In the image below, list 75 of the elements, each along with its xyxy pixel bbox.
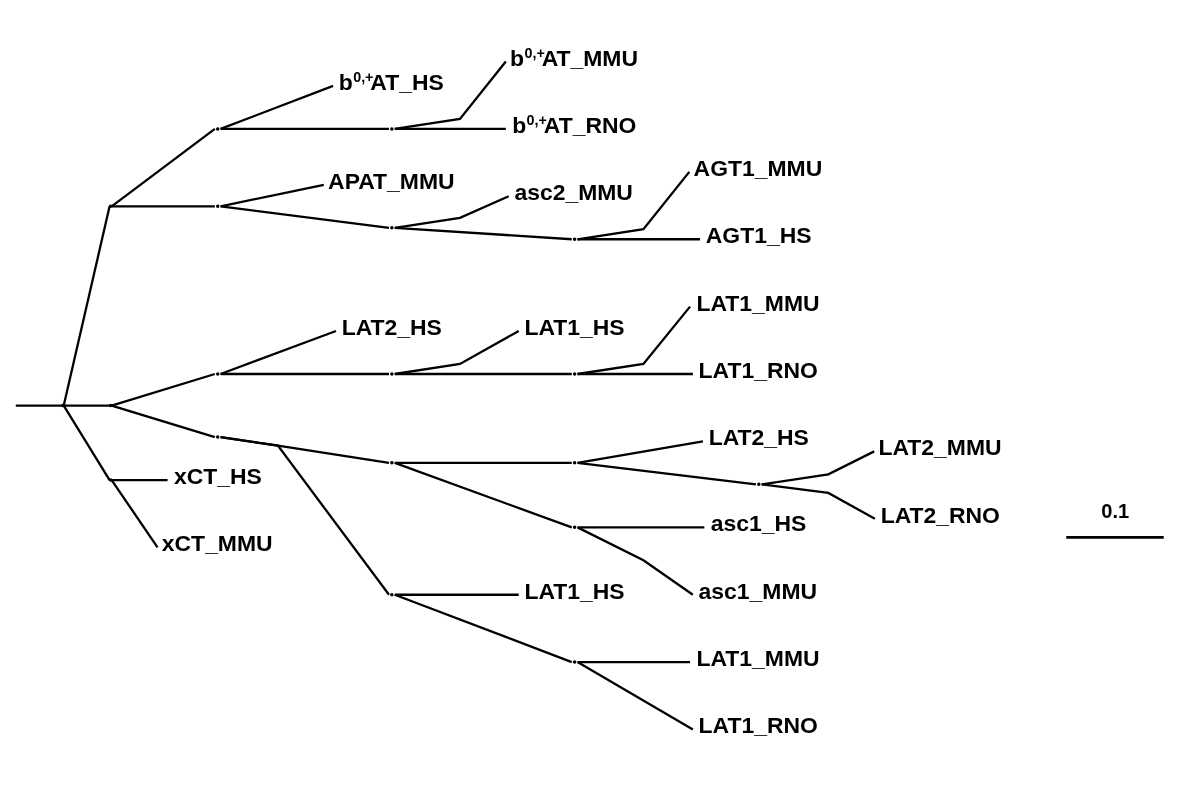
node-point xyxy=(572,371,577,376)
connector xyxy=(220,204,390,229)
node-point xyxy=(757,482,761,486)
connector xyxy=(111,372,216,407)
connector xyxy=(394,593,519,596)
node-text: AGT1_MMU xyxy=(693,154,823,181)
connector xyxy=(220,329,337,375)
node-point xyxy=(108,204,113,208)
connector xyxy=(577,305,691,375)
connector xyxy=(15,403,62,407)
node-point xyxy=(572,525,577,529)
node-text: LAT2_MMU xyxy=(878,433,1002,460)
node-point xyxy=(216,204,220,208)
connector xyxy=(577,439,704,464)
node-text: xCT_MMU xyxy=(161,529,273,556)
node-text: b$^{0,+}$AT_MMU xyxy=(510,44,639,71)
connector xyxy=(394,461,572,464)
connector xyxy=(220,84,334,130)
node-text: LAT1_MMU xyxy=(696,644,820,671)
node-text: b$^{0,+}$AT_RNO xyxy=(512,111,637,138)
connector xyxy=(394,127,506,130)
connector xyxy=(220,372,389,375)
node-point xyxy=(572,237,577,241)
node-point xyxy=(60,403,65,407)
connector xyxy=(111,204,215,207)
connector xyxy=(63,403,110,407)
connector xyxy=(394,329,520,375)
node-point xyxy=(572,659,577,664)
node-point xyxy=(216,126,220,131)
node-text: APAT_MMU xyxy=(328,167,455,194)
node-text: asc2_MMU xyxy=(514,178,633,205)
connector xyxy=(394,461,573,528)
connector xyxy=(394,226,572,240)
node-point xyxy=(108,403,113,407)
node-point xyxy=(108,477,113,482)
connector xyxy=(111,403,216,438)
connector xyxy=(394,194,510,229)
label: 0.1 xyxy=(1101,499,1130,522)
node-text: b$^{0,+}$AT_HS xyxy=(338,68,444,95)
connector xyxy=(394,593,573,663)
node-point xyxy=(390,126,394,131)
node-point xyxy=(390,371,394,376)
connector xyxy=(576,660,694,730)
node-text: LAT2_RNO xyxy=(880,501,1000,528)
connector xyxy=(394,60,507,130)
node-point xyxy=(390,592,394,596)
node-text: LAT2_HS xyxy=(341,313,442,340)
connector xyxy=(111,478,168,481)
node-text: LAT1_RNO xyxy=(698,356,818,383)
node-text: AGT1_HS xyxy=(705,221,812,248)
node-text: LAT2_HS xyxy=(708,423,809,450)
node-text: xCT_HS xyxy=(174,462,262,489)
connector xyxy=(220,435,390,595)
node-point xyxy=(390,460,394,465)
node-point xyxy=(572,460,577,465)
connector xyxy=(220,127,389,130)
node-point xyxy=(390,225,394,230)
connector xyxy=(577,461,757,485)
connector xyxy=(577,525,705,528)
connector xyxy=(577,525,694,596)
connector xyxy=(577,237,701,240)
node-text: asc1_HS xyxy=(710,509,807,536)
node-text: LAT1_HS xyxy=(524,313,625,340)
connector xyxy=(761,449,875,485)
connector xyxy=(394,372,572,375)
connector xyxy=(220,183,325,207)
node-text: LAT1_RNO xyxy=(698,711,818,738)
connector xyxy=(577,372,693,375)
node-text: LAT1_MMU xyxy=(696,289,820,316)
connector xyxy=(577,660,690,663)
node-point xyxy=(216,434,220,439)
node-text: LAT1_HS xyxy=(524,577,625,604)
node-point xyxy=(216,371,220,376)
node-text: asc1_MMU xyxy=(698,577,818,604)
connector xyxy=(761,482,876,520)
